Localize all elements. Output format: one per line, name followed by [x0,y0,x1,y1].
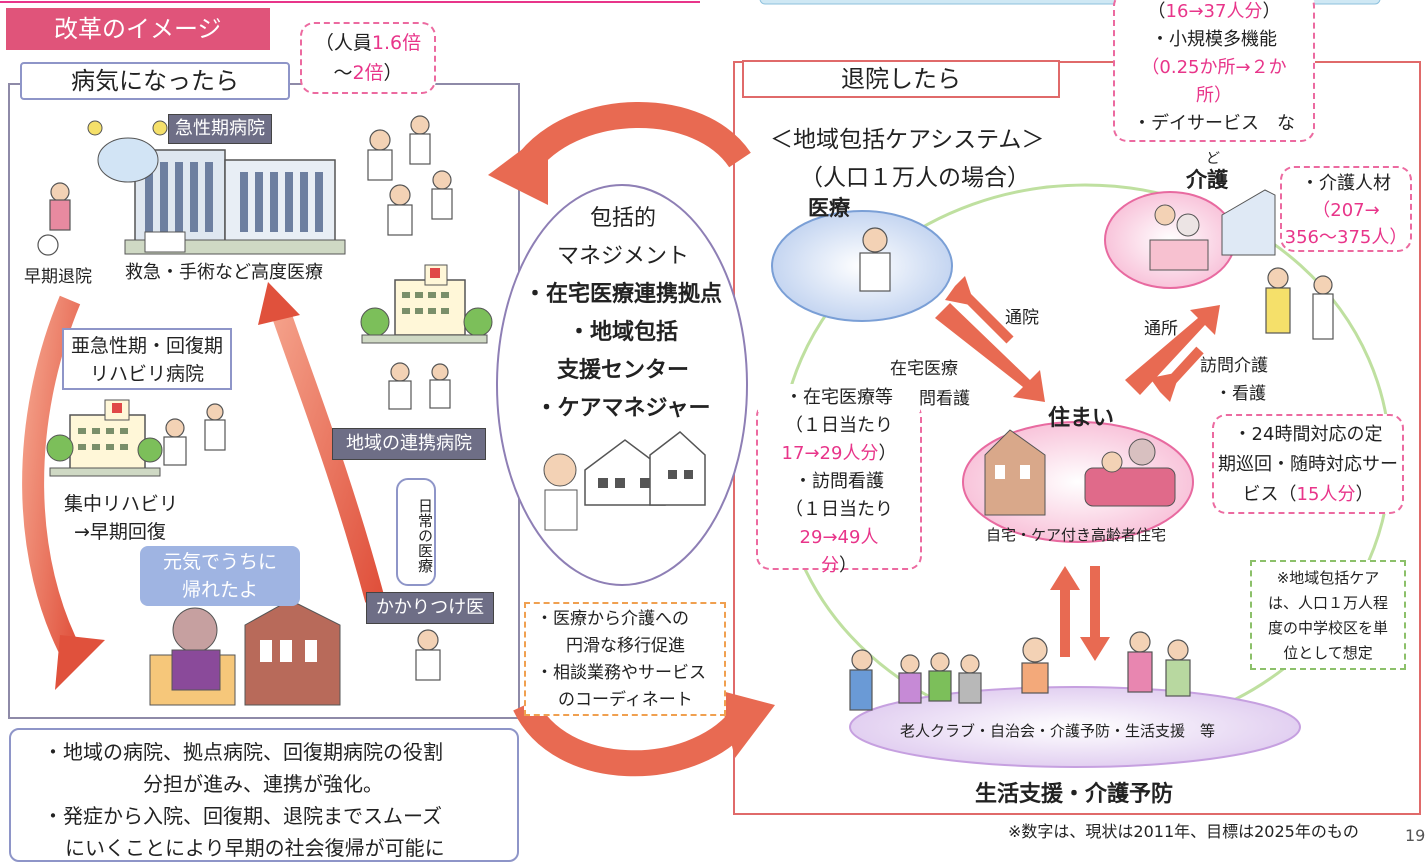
residence-label: 住まい [1048,406,1115,431]
advanced-care-label: 救急・手術など高度医療 [125,262,323,283]
home-medical-label: 在宅医療 [890,359,958,379]
acute-hospital-illustration [87,120,346,255]
intensive-rehab-label: 集中リハビリ →早期回復 [64,493,179,543]
center-houses-illustration [543,431,706,531]
residence-caption: 自宅・ケア付き高齢者住宅 [986,526,1167,544]
daily-care-label: 日常の医療 [396,478,436,586]
footnote: ※数字は、現状は2011年、目標は2025年のもの [1008,822,1359,841]
center-oval-text: 包括的 マネジメント ・在宅医療連携拠点 ・地域包括 支援センター ・ケアマネジ… [523,206,722,421]
rehab-hospital-illustration [46,399,163,477]
right-panel-title: 退院したら [742,60,1060,98]
home-illustration-left [149,599,341,706]
bottom-left-notes: ・地域の病院、拠点病院、回復期病院の役割 分担が進み、連携が強化。 ・発症から入… [9,728,519,862]
care-facility-illustration [1149,189,1276,271]
residence-illustration [984,429,1176,516]
curved-arrow-bottom [513,698,750,777]
rehab-hospital-label: 亜急性期・回復期 リハビリ病院 [62,328,232,390]
acute-hospital-label: 急性期病院 [168,114,272,144]
home-speech-bubble: 元気でうちに 帰れたよ [140,546,300,606]
care-facility-note: （16→37人分） ・小規模多機能 （0.25か所→２か 所） ・デイサービス … [1113,0,1315,142]
service-24h-note: ・24時間対応の定 期巡回・随時対応サー ビス（15人分） [1212,414,1404,514]
care-facility-note-tail: ど [1206,151,1220,167]
system-subtitle: （人口１万人の場合） [800,165,1030,191]
regional-hospital-illustration [360,264,493,344]
system-title: ＜地域包括ケアシステム＞ [770,127,1045,153]
page-number: 19 [1405,826,1426,845]
curved-arrow-top [520,102,751,169]
left-panel-title: 病気になったら [20,62,290,100]
family-doctor-label: かかりつけ医 [366,592,494,624]
care-label: 介護 [1186,168,1228,192]
community-caption: 老人クラブ・自治会・介護予防・生活支援 等 [900,722,1216,740]
visit-facility-label: 通所 [1144,319,1178,339]
regional-hospital-label: 地域の連携病院 [332,428,486,460]
early-discharge-label: 早期退院 [24,267,92,287]
coordination-notes: ・医療から介護への 円滑な移行促進 ・相談業務やサービス のコーディネート [524,602,726,716]
school-district-note: ※地域包括ケア は、人口１万人程 度の中学校区を単 位として想定 [1250,560,1406,670]
header-banner: 改革のイメージ [6,8,270,50]
staff-callout-bubble: （人員1.6倍 〜2倍） [300,22,436,94]
home-medical-note: ・在宅医療等 （１日当たり 17→29人分） ・訪問看護 （１日当たり 29→4… [756,384,922,576]
arrow-doctor-hospital [270,306,385,603]
home-visit-care-label: 訪問介護 ・看護 [1200,356,1268,404]
care-staff-note: ・介護人材 （207→ 356〜375人） [1280,166,1412,252]
header-title: 改革のイメージ [54,15,222,43]
arrow-discharge-home [22,295,85,666]
medical-staff-figures [37,115,1334,681]
community-figures [849,631,1191,711]
visit-clinic-label: 通院 [1005,308,1039,328]
life-support-label: 生活支援・介護予防 [975,782,1174,807]
medical-label: 医療 [808,196,850,220]
